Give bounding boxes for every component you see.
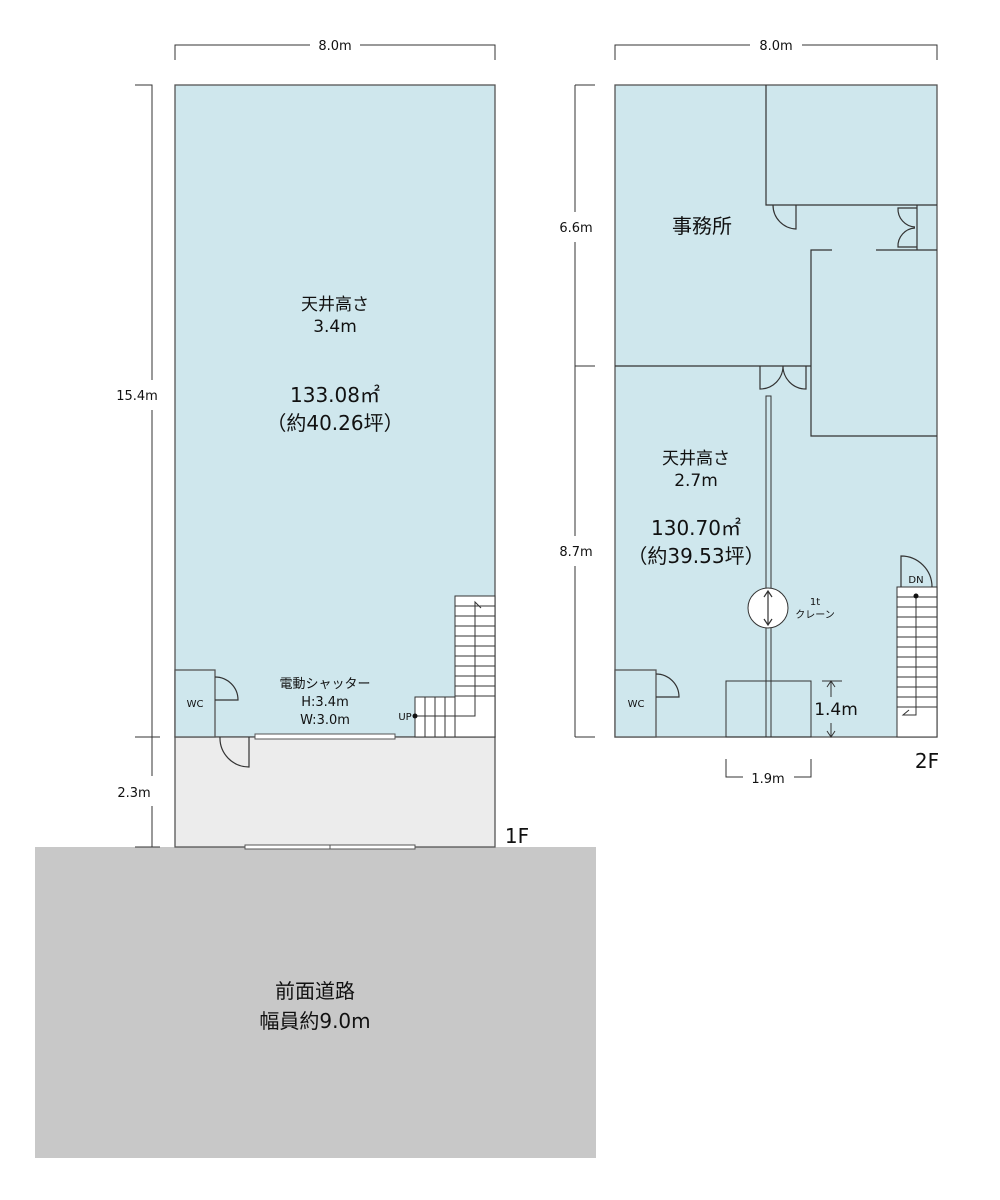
floor1-front-label: 2.3m [117,786,150,801]
floor2-depth-dimension [574,84,595,738]
floor1-width-dimension [174,44,496,60]
floor1-ceiling-label: 天井高さ [301,295,369,315]
interior-walls [615,85,937,437]
floor2-area-tsubo: （約39.53坪） [627,544,764,568]
shutter-height: H:3.4m [301,695,349,710]
floor-1: 8.0m 15.4m 2.3m WC 電動シャッター H:3.4m W:3.0m… [116,39,529,850]
shutter-width: W:3.0m [300,713,350,728]
floor1-wc-label: WC [187,699,204,710]
floor2-ceiling-height: 2.7m [674,471,718,491]
door-icon [900,555,933,588]
crane-label: クレーン [795,609,835,621]
stair-arrow-icon [415,600,482,717]
floor1-depth-dimension [135,84,160,848]
floor2-wc [614,669,657,738]
door-icon [655,673,680,698]
floor-opening [725,680,812,738]
floor2-wc-label: WC [628,699,645,710]
stairs-down-label: DN [908,575,923,586]
stair-start-dot [412,713,418,719]
floor2-area: 130.70㎡ [651,516,741,540]
front-door-icon [329,844,416,850]
floor2-width-dimension [614,44,938,60]
floor2-office-dim-label: 6.6m [559,221,592,236]
floor1-label: 1F [505,824,529,848]
opening-height-label: 1.4m [814,700,858,720]
floor1-area: 133.08㎡ [290,383,380,407]
floor2-stairs [896,586,938,738]
floor-2: 8.0m 6.6m 8.7m 1t クレーン 1.4m 1.9m WC DN 事… [559,39,939,787]
front-door-icon [244,844,331,850]
opening-width-label: 1.9m [751,772,784,787]
floor1-entrance [174,736,496,848]
closet-door-icon [897,207,917,248]
floor1-ceiling-height: 3.4m [313,317,357,337]
floor2-width-label: 8.0m [759,39,792,54]
door-icon [214,676,239,701]
front-road [35,847,596,1158]
stairs-up-label: UP [398,712,411,723]
floor1-wc [174,669,216,738]
double-door-icon [759,365,807,390]
shutter-icon [254,733,396,740]
crane-capacity: 1t [810,597,820,608]
stair-run [896,586,938,738]
door-icon [772,204,797,230]
floor1-depth-label: 15.4m [116,389,158,404]
opening-width-dimension [725,759,812,778]
floor2-outline [614,84,938,738]
road-name: 前面道路 [275,979,355,1003]
crane-arrow-icon [763,589,773,627]
floor2-label: 2F [915,749,939,773]
floor1-stairs [412,595,496,738]
road-width: 幅員約9.0m [259,1009,370,1033]
floor1-width-label: 8.0m [318,39,351,54]
door-icon [219,736,250,768]
stair-arrow-icon [901,596,917,716]
office-label: 事務所 [672,214,732,238]
floor1-area-tsubo: （約40.26坪） [266,411,403,435]
opening-height-dimension [822,680,842,738]
shutter-label: 電動シャッター [279,677,370,692]
floor2-rear-dim-label: 8.7m [559,545,592,560]
floor1-main-room [174,84,496,738]
stair-start-dot [913,593,919,599]
floor2-ceiling-label: 天井高さ [662,449,730,469]
